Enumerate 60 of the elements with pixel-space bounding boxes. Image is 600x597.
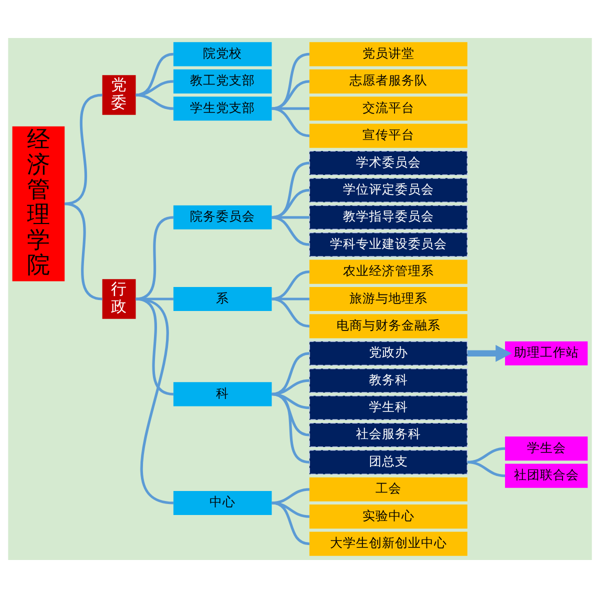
connector xyxy=(272,392,310,436)
connector xyxy=(467,446,506,463)
node-box: 学生党支部 xyxy=(173,96,272,120)
node-box: 党委 xyxy=(102,74,136,114)
connector xyxy=(272,501,310,518)
node-box: 电商与财务金融系 xyxy=(309,314,468,338)
connector xyxy=(272,188,310,218)
connector xyxy=(272,488,310,504)
node-box: 学生会 xyxy=(505,436,588,460)
node-box: 党员讲堂 xyxy=(309,42,468,66)
node-box: 旅游与地理系 xyxy=(309,286,468,311)
node-box: 经济管理学院 xyxy=(12,126,65,281)
connector xyxy=(136,93,174,110)
node-box: 团总支 xyxy=(308,449,468,474)
connector xyxy=(272,216,310,218)
node-box: 志愿者服务队 xyxy=(309,68,468,93)
node-box: 大学生创新创业中心 xyxy=(309,531,468,556)
connector xyxy=(272,297,310,327)
node-box: 交流平台 xyxy=(309,96,468,120)
node-box: 教工党支部 xyxy=(173,68,272,93)
connector xyxy=(272,297,310,300)
node-box: 院务委员会 xyxy=(173,204,272,229)
node-box: 工会 xyxy=(309,476,468,501)
node-box: 行政 xyxy=(102,278,136,318)
connector xyxy=(136,52,174,96)
connector xyxy=(272,161,310,218)
connector xyxy=(135,297,174,504)
connector xyxy=(467,460,506,477)
node-box: 科 xyxy=(173,382,272,406)
node-box: 学科专业建设委员会 xyxy=(308,232,468,257)
node-box: 学生科 xyxy=(308,394,468,420)
node-box: 中心 xyxy=(173,490,272,515)
connector xyxy=(272,392,310,463)
connector xyxy=(136,216,174,300)
connector xyxy=(272,80,310,110)
connector xyxy=(272,378,310,395)
node-box: 学位评定委员会 xyxy=(308,177,468,202)
connector xyxy=(272,106,310,137)
arrow xyxy=(467,344,512,362)
connector xyxy=(272,352,310,395)
node-box: 宣传平台 xyxy=(309,123,468,148)
connector xyxy=(136,297,174,300)
node-box: 助理工作站 xyxy=(505,340,588,365)
node-box: 实验中心 xyxy=(309,504,468,528)
node-box: 学术委员会 xyxy=(308,150,468,176)
node-box: 系 xyxy=(173,286,272,311)
node-box: 院党校 xyxy=(173,42,272,66)
connector xyxy=(136,297,174,395)
node-box: 农业经济管理系 xyxy=(309,259,468,284)
connector xyxy=(272,216,310,246)
connector xyxy=(272,52,310,110)
connector xyxy=(272,270,310,300)
node-box: 教务科 xyxy=(308,368,468,393)
node-box: 社团联合会 xyxy=(505,463,588,488)
node-box: 教学指导委员会 xyxy=(308,204,468,230)
connector xyxy=(64,202,103,300)
node-box: 党政办 xyxy=(308,340,468,366)
connector xyxy=(136,80,174,96)
node-box: 社会服务科 xyxy=(308,422,468,448)
connector xyxy=(272,501,310,545)
